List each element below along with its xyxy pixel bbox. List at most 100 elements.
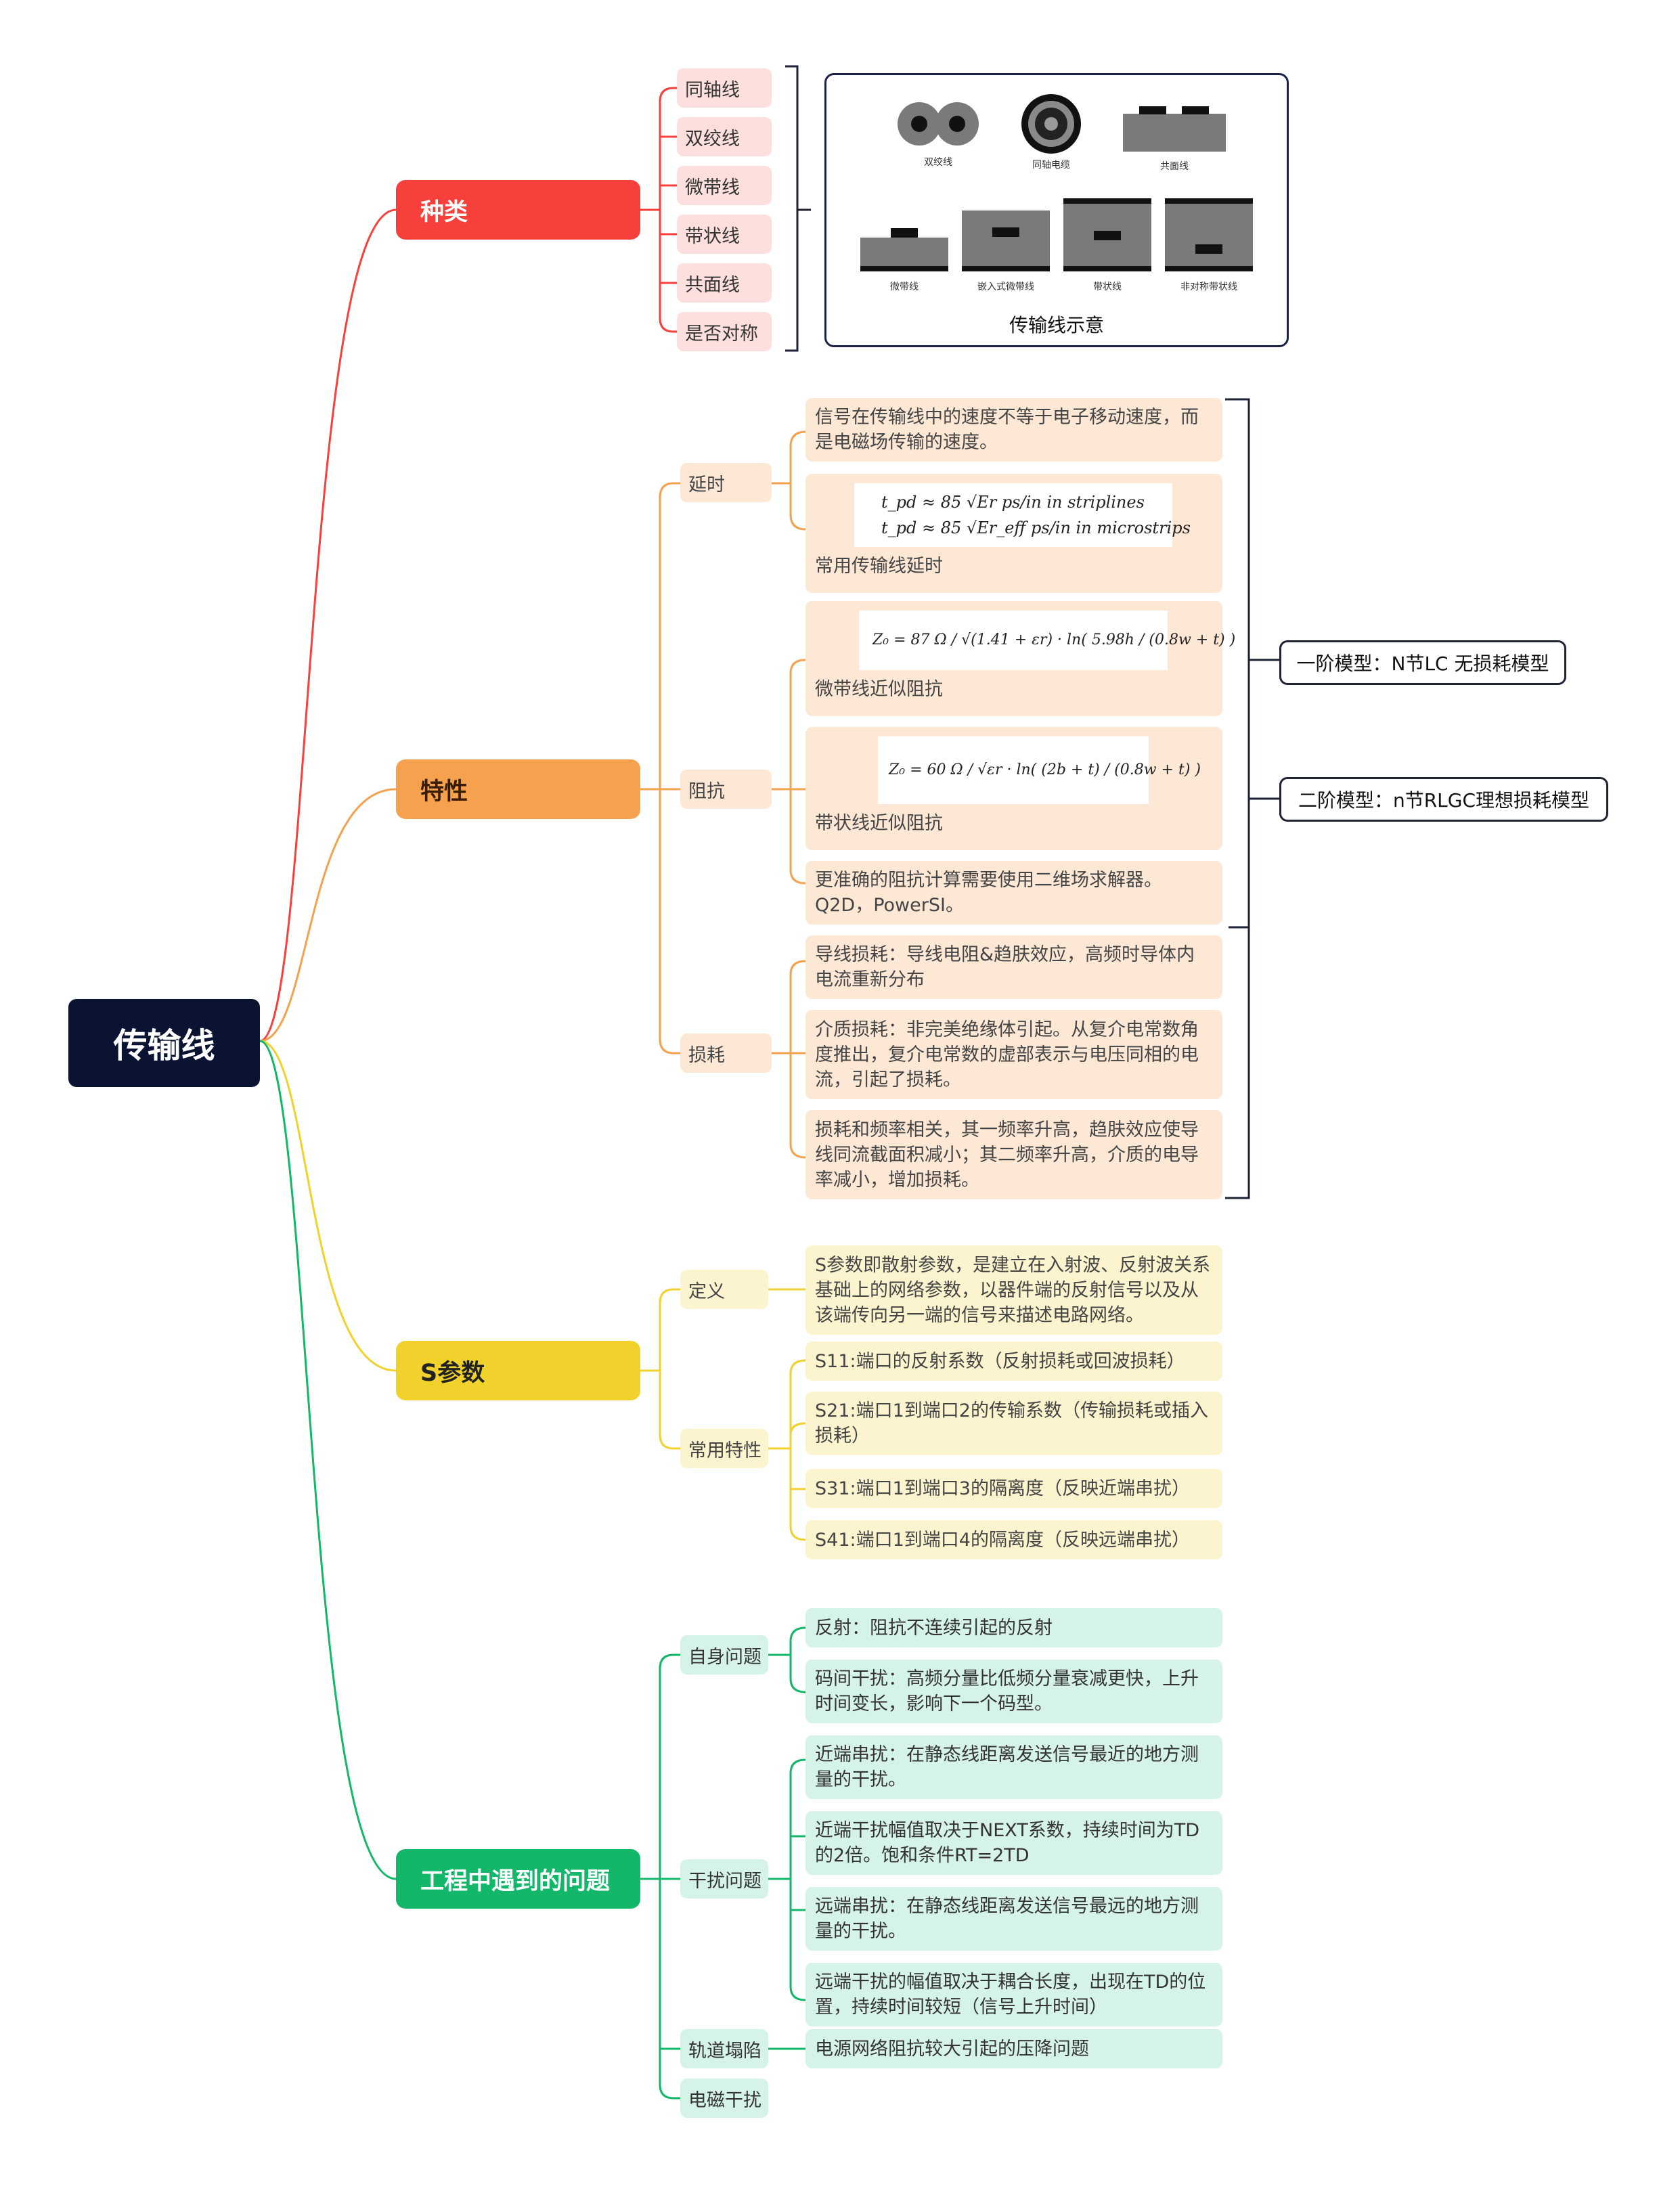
loss-label: 损耗 xyxy=(688,1044,725,1066)
definition-label: 定义 xyxy=(688,1281,725,1302)
type-item-label: 共面线 xyxy=(685,274,740,296)
microstrip-impedance-card: Z₀ = 87 Ω / √(1.41 + εr) · ln( 5.98h / (… xyxy=(805,601,1236,716)
self-issue-text: 码间干扰：高频分量比低频分量衰减更快，上升时间变长，影响下一个码型。 xyxy=(815,1668,1199,1714)
rail-collapse-item: 电源网络阻抗较大引起的压降问题 xyxy=(805,2029,1222,2068)
microstrip-caption: 微带线近似阻抗 xyxy=(815,679,943,700)
delay-node[interactable]: 延时 xyxy=(680,463,772,502)
rail-collapse-text: 电源网络阻抗较大引起的压降问题 xyxy=(815,2038,1089,2060)
type-item[interactable]: 带状线 xyxy=(677,215,772,254)
second-order-model-label: 二阶模型：n节RLGC理想损耗模型 xyxy=(1298,789,1590,812)
self-issue-text: 反射：阻抗不连续引起的反射 xyxy=(815,1617,1053,1639)
embedded-microstrip-icon xyxy=(962,210,1050,271)
asymmetric-stripline-icon xyxy=(1165,198,1253,271)
loss-item-text: 损耗和频率相关，其一频率升高，趋肤效应使导线同流截面积减小；其二频率升高，介质的… xyxy=(815,1119,1199,1191)
first-order-model-label: 一阶模型：N节LC 无损耗模型 xyxy=(1296,652,1549,675)
type-item-label: 同轴线 xyxy=(685,79,740,101)
type-item[interactable]: 共面线 xyxy=(677,263,772,303)
branch-sparams-label: S参数 xyxy=(420,1359,485,1387)
loss-item: 损耗和频率相关，其一频率升高，趋肤效应使导线同流截面积减小；其二频率升高，介质的… xyxy=(805,1110,1222,1199)
sparam-item-text: S31:端口1到端口3的隔离度（反映近端串扰） xyxy=(815,1478,1190,1499)
common-props-node[interactable]: 常用特性 xyxy=(680,1429,768,1468)
loss-item: 介质损耗：非完美绝缘体引起。从复介电常数角度推出，复介电常数的虚部表示与电压同相… xyxy=(805,1010,1222,1099)
common-props-label: 常用特性 xyxy=(688,1440,761,1461)
sparam-item-text: S41:端口1到端口4的隔离度（反映远端串扰） xyxy=(815,1529,1190,1551)
root-node[interactable]: 传输线 xyxy=(68,999,260,1087)
interference-item: 远端干扰的幅值取决于耦合长度，出现在TD的位置，持续时间较短（信号上升时间） xyxy=(805,1963,1222,2026)
caption-coplanar: 共面线 xyxy=(1160,161,1189,172)
caption-twisted-pair: 双绞线 xyxy=(924,157,952,168)
formula-line-microstrip: t_pd ≈ 85 √Er_eff ps/in in microstrips xyxy=(881,518,1191,537)
interference-item: 远端串扰：在静态线距离发送信号最远的地方测量的干扰。 xyxy=(805,1887,1222,1951)
interference-text: 远端干扰的幅值取决于耦合长度，出现在TD的位置，持续时间较短（信号上升时间） xyxy=(815,1972,1206,2018)
stripline-formula-text: Z₀ = 60 Ω / √εr · ln( (2b + t) / (0.8w +… xyxy=(889,761,1201,778)
sparam-item: S11:端口的反射系数（反射损耗或回波损耗） xyxy=(805,1341,1222,1381)
sparam-item: S41:端口1到端口4的隔离度（反映远端串扰） xyxy=(805,1520,1222,1559)
self-issues-node[interactable]: 自身问题 xyxy=(680,1635,768,1674)
delay-description: 信号在传输线中的速度不等于电子移动速度，而是电磁场传输的速度。 xyxy=(805,398,1222,462)
interference-text: 近端串扰：在静态线距离发送信号最近的地方测量的干扰。 xyxy=(815,1744,1199,1790)
caption-coax: 同轴电缆 xyxy=(1032,160,1070,171)
stripline-caption: 带状线近似阻抗 xyxy=(815,813,943,834)
branch-properties-label: 特性 xyxy=(420,778,468,805)
loss-item-text: 介质损耗：非完美绝缘体引起。从复介电常数角度推出，复介电常数的虚部表示与电压同相… xyxy=(815,1019,1199,1090)
sparams-definition: S参数即散射参数，是建立在入射波、反射波关系基础上的网络参数，以器件端的反射信号… xyxy=(805,1245,1222,1335)
caption-microstrip: 微带线 xyxy=(890,282,919,292)
branch-issues-label: 工程中遇到的问题 xyxy=(420,1867,611,1895)
emi-node[interactable]: 电磁干扰 xyxy=(680,2079,768,2118)
rail-collapse-label: 轨道塌陷 xyxy=(688,2040,761,2062)
caption-asymmetric-stripline: 非对称带状线 xyxy=(1180,282,1237,292)
impedance-note-text: 更准确的阻抗计算需要使用二维场求解器。Q2D，PowerSI。 xyxy=(815,870,1162,916)
delay-formula: t_pd ≈ 85 √Er ps/in in striplines t_pd ≈… xyxy=(854,483,1191,547)
impedance-label: 阻抗 xyxy=(688,780,725,802)
interference-item: 近端干扰幅值取决于NEXT系数，持续时间为TD的2倍。饱和条件RT=2TD xyxy=(805,1811,1222,1875)
interference-text: 远端串扰：在静态线距离发送信号最远的地方测量的干扰。 xyxy=(815,1896,1199,1942)
loss-item: 导线损耗：导线电阻&趋肤效应，高频时导体内电流重新分布 xyxy=(805,935,1222,999)
branch-sparams[interactable]: S参数 xyxy=(396,1341,640,1400)
coplanar-line-icon xyxy=(1123,106,1226,152)
self-issues-label: 自身问题 xyxy=(688,1646,761,1668)
type-item[interactable]: 微带线 xyxy=(677,166,772,205)
sparam-item-text: S11:端口的反射系数（反射损耗或回波损耗） xyxy=(815,1350,1185,1372)
sparams-definition-text: S参数即散射参数，是建立在入射波、反射波关系基础上的网络参数，以器件端的反射信号… xyxy=(815,1254,1211,1326)
type-item-label: 是否对称 xyxy=(685,323,758,345)
sparam-item-text: S21:端口1到端口2的传输系数（传输损耗或插入损耗） xyxy=(815,1400,1208,1446)
transmission-line-image: 双绞线 同轴电缆 共面线 微带线 嵌入式微带线 带状线 非对称带状线 传输线示意 xyxy=(824,73,1289,347)
emi-label: 电磁干扰 xyxy=(688,2089,761,2111)
type-item-label: 双绞线 xyxy=(685,128,740,150)
sparam-item: S31:端口1到端口3的隔离度（反映近端串扰） xyxy=(805,1469,1222,1508)
sparam-item: S21:端口1到端口2的传输系数（传输损耗或插入损耗） xyxy=(805,1392,1222,1455)
type-item[interactable]: 双绞线 xyxy=(677,117,772,156)
branch-properties[interactable]: 特性 xyxy=(396,759,640,819)
image-title: 传输线示意 xyxy=(1009,314,1104,336)
second-order-model[interactable]: 二阶模型：n节RLGC理想损耗模型 xyxy=(1279,777,1608,822)
microstrip-formula-text: Z₀ = 87 Ω / √(1.41 + εr) · ln( 5.98h / (… xyxy=(872,631,1236,648)
type-item-label: 微带线 xyxy=(685,177,740,198)
formula-line-stripline: t_pd ≈ 85 √Er ps/in in striplines xyxy=(881,493,1145,512)
caption-stripline: 带状线 xyxy=(1093,282,1122,292)
definition-node[interactable]: 定义 xyxy=(680,1270,768,1309)
loss-node[interactable]: 损耗 xyxy=(680,1034,772,1073)
transmission-line-drawing xyxy=(860,94,1253,271)
self-issue-item: 反射：阻抗不连续引起的反射 xyxy=(805,1608,1222,1647)
branch-types[interactable]: 种类 xyxy=(396,180,640,240)
type-item[interactable]: 是否对称 xyxy=(677,312,772,351)
delay-caption: 常用传输线延时 xyxy=(815,556,943,577)
root-label: 传输线 xyxy=(113,1026,215,1065)
microstrip-icon xyxy=(860,228,948,271)
branch-engineering-issues[interactable]: 工程中遇到的问题 xyxy=(396,1849,640,1909)
interference-item: 近端串扰：在静态线距离发送信号最近的地方测量的干扰。 xyxy=(805,1735,1222,1799)
self-issue-item: 码间干扰：高频分量比低频分量衰减更快，上升时间变长，影响下一个码型。 xyxy=(805,1660,1222,1723)
stripline-impedance-card: Z₀ = 60 Ω / √εr · ln( (2b + t) / (0.8w +… xyxy=(805,727,1222,850)
interference-node[interactable]: 干扰问题 xyxy=(680,1859,768,1899)
caption-embedded-microstrip: 嵌入式微带线 xyxy=(977,282,1034,292)
interference-label: 干扰问题 xyxy=(688,1870,761,1892)
first-order-model[interactable]: 一阶模型：N节LC 无损耗模型 xyxy=(1279,640,1566,685)
impedance-node[interactable]: 阻抗 xyxy=(680,770,772,809)
delay-label: 延时 xyxy=(688,474,725,495)
rail-collapse-node[interactable]: 轨道塌陷 xyxy=(680,2029,768,2068)
type-item[interactable]: 同轴线 xyxy=(677,68,772,108)
type-item-label: 带状线 xyxy=(685,225,740,247)
stripline-icon xyxy=(1063,198,1151,271)
impedance-note: 更准确的阻抗计算需要使用二维场求解器。Q2D，PowerSI。 xyxy=(805,861,1222,925)
